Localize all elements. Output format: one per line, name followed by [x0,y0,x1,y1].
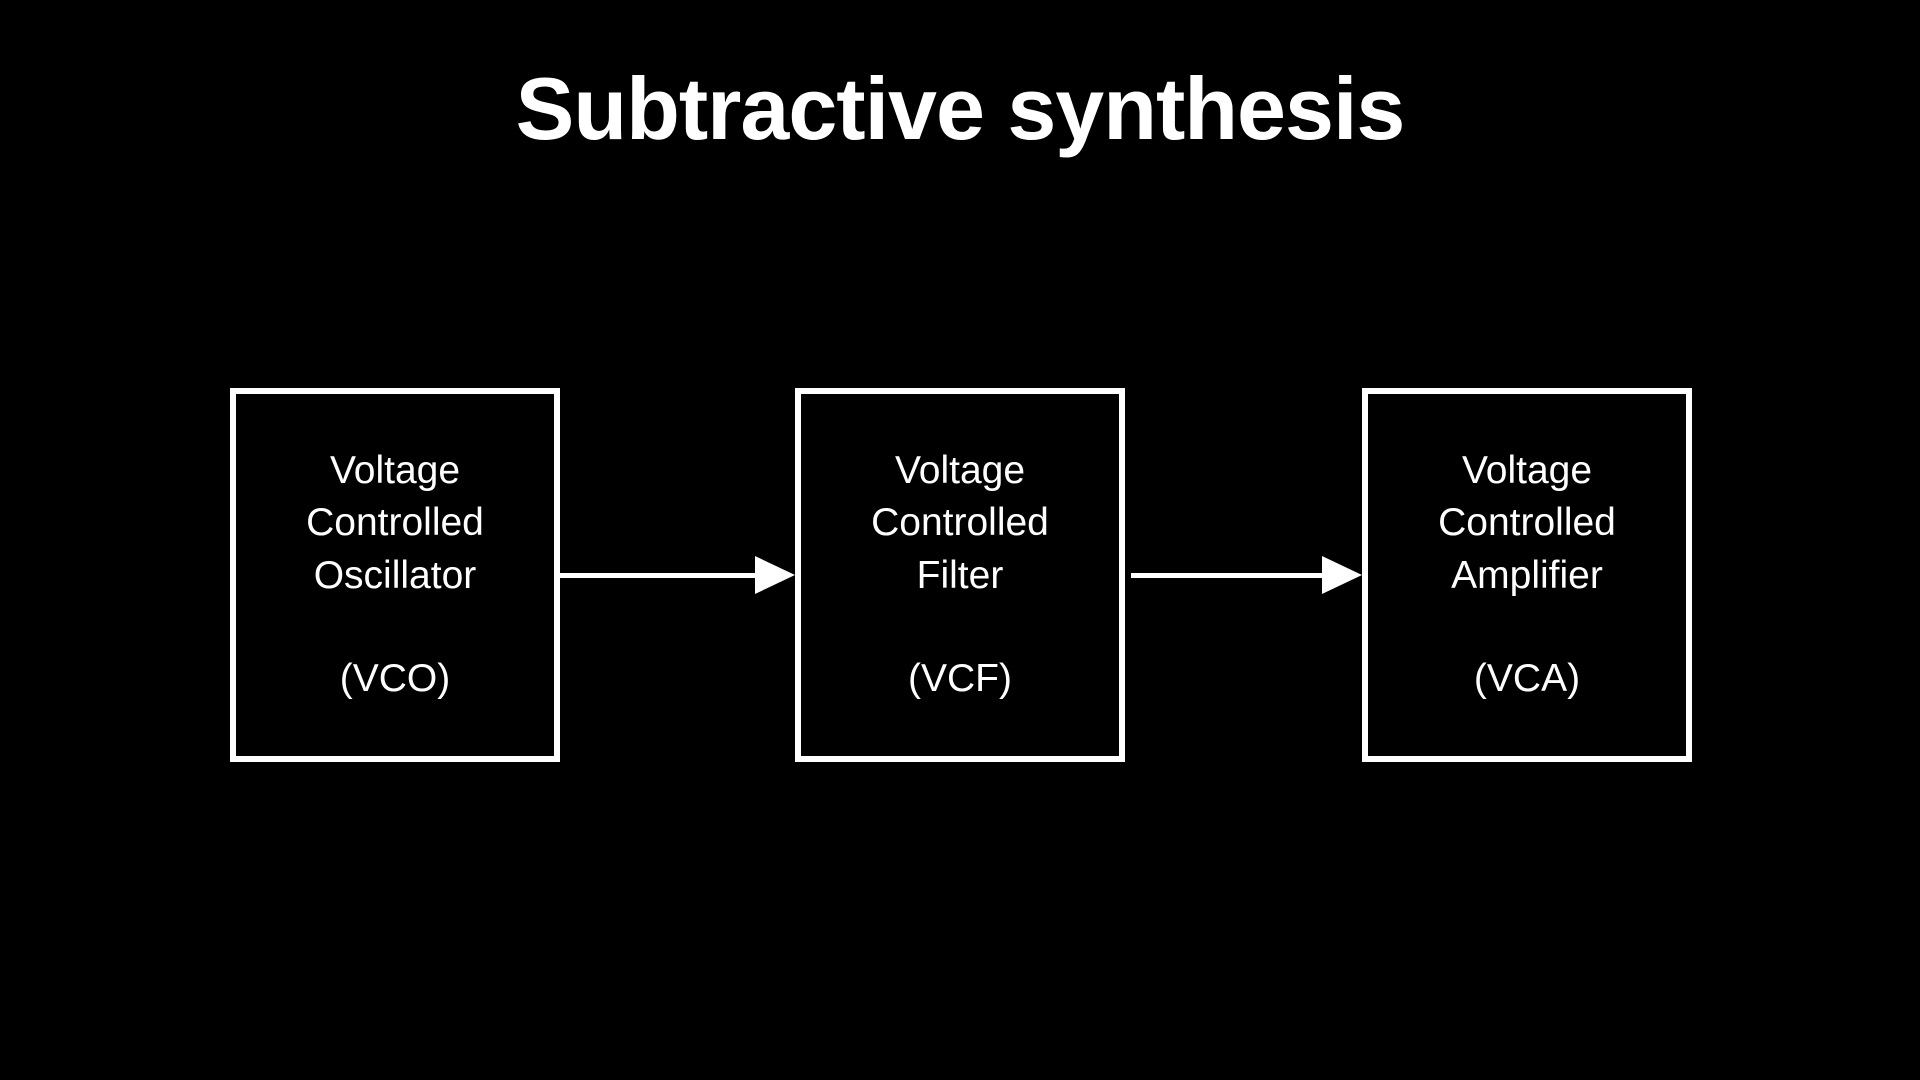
vco-box: Voltage Controlled Oscillator (VCO) [230,388,560,762]
vco-box-name: Voltage Controlled Oscillator [306,448,484,597]
arrow-head-icon [1322,556,1362,594]
slide-title: Subtractive synthesis [515,59,1406,158]
vco-box-abbr: (VCO) [339,656,451,700]
vca-box-name: Voltage Controlled Amplifier [1438,448,1616,597]
arrow-head-icon [755,556,795,594]
arrow-vco-to-vcf [560,556,795,594]
vca-box: Voltage Controlled Amplifier (VCA) [1362,388,1692,762]
vcf-box-abbr: (VCF) [908,656,1012,700]
vcf-box-name: Voltage Controlled Filter [871,448,1049,597]
arrow-vcf-to-vca [1131,556,1362,594]
vca-box-abbr: (VCA) [1473,656,1581,700]
arrow-line [560,573,763,578]
arrow-line [1131,573,1330,578]
vcf-box: Voltage Controlled Filter (VCF) [795,388,1125,762]
